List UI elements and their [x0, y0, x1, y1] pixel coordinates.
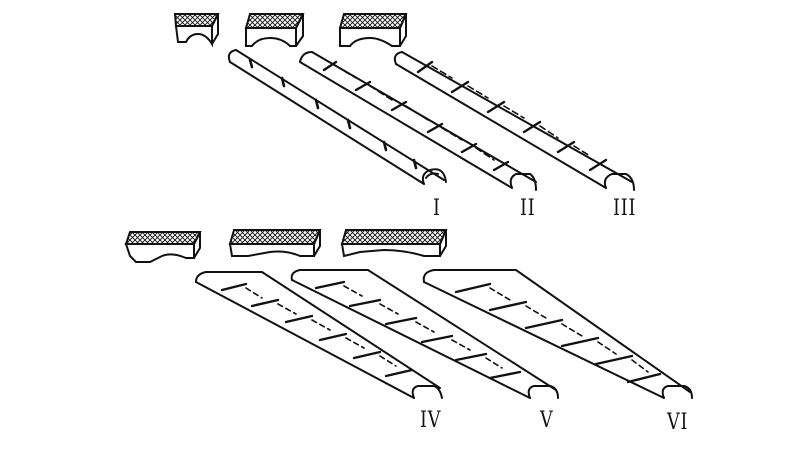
cross-section-block-4 [124, 231, 202, 263]
flat-bar-4 [195, 271, 443, 399]
label-panel-2: II [520, 196, 536, 221]
label-panel-4: IV [420, 408, 442, 433]
label-panel-3: III [613, 196, 637, 221]
cross-section-block-2 [244, 13, 305, 47]
cross-section-block-5 [228, 229, 322, 257]
label-panel-1: I [433, 196, 441, 221]
flat-bar-6 [422, 269, 693, 399]
cross-section-block-1 [173, 13, 220, 48]
vaulted-bar-3 [393, 51, 635, 191]
flat-bar-5 [290, 269, 559, 399]
label-panel-6: VI [667, 410, 689, 435]
vaulted-bar-2 [299, 51, 537, 191]
ribbed-bar-1 [227, 49, 447, 185]
label-panel-5: V [540, 408, 554, 433]
cross-section-block-3 [338, 13, 408, 47]
cross-section-block-6 [340, 229, 448, 258]
